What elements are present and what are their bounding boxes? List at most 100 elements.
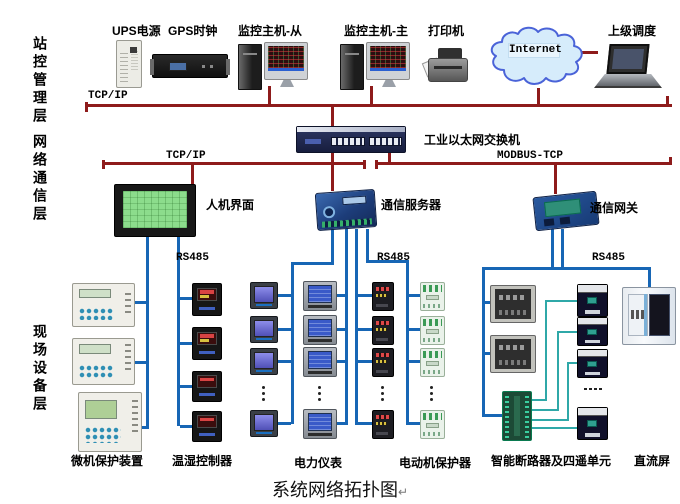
tap <box>180 342 192 345</box>
host-slave-label: 监控主机-从 <box>238 24 302 38</box>
telemetry-link <box>545 300 547 401</box>
rs485-left-line <box>177 237 180 426</box>
monitor-host-slave-device <box>238 42 308 90</box>
rs485-mid-line <box>331 229 334 265</box>
host-master-label: 监控主机-主 <box>344 24 408 38</box>
bus-tick <box>666 96 669 107</box>
rs485-mid-line <box>406 260 409 425</box>
tap <box>180 297 192 300</box>
telemetry-link <box>532 409 559 411</box>
rs485-mid-line <box>355 229 358 425</box>
temp-humidity-controller-device <box>192 411 222 442</box>
ups-label: UPS电源 <box>112 24 161 38</box>
drop-comm-gateway <box>554 165 557 194</box>
tap <box>409 328 420 331</box>
telemetry-link <box>557 331 578 333</box>
power-meter-device <box>303 281 337 311</box>
molded-case-breaker-device <box>577 407 608 440</box>
modbus-bus-label: MODBUS-TCP <box>497 150 564 162</box>
protection-device-label: 微机保护装置 <box>71 454 144 468</box>
switch-label: 工业以太网交换机 <box>424 133 521 147</box>
diagram-caption: 系统网络拓扑图↵ <box>0 476 680 502</box>
air-circuit-breaker-device <box>490 285 536 323</box>
molded-case-breaker-device <box>577 349 608 378</box>
tap <box>409 422 420 425</box>
telemetry-link <box>545 300 578 302</box>
telemetry-link <box>532 419 569 421</box>
tcpip-top-bus <box>87 104 672 107</box>
layer-label-station: 站控管理层 <box>32 36 48 126</box>
ellipsis <box>318 386 321 401</box>
ellipsis <box>430 386 433 401</box>
power-meter-device <box>250 316 278 343</box>
telemetry-unit-device <box>502 391 532 441</box>
ellipsis <box>262 386 265 401</box>
rs485-label-right: RS485 <box>592 252 626 264</box>
temp-humidity-controller-device <box>192 371 222 402</box>
drop-host-slave <box>268 86 271 104</box>
telemetry-link <box>557 331 559 411</box>
tcpip-mid-bus-label: TCP/IP <box>166 150 206 162</box>
link-cloud-laptop <box>578 51 598 54</box>
tap <box>278 360 291 363</box>
gps-clock-device <box>150 54 230 78</box>
rs485-mid-line <box>291 262 294 424</box>
bus-tick <box>669 157 672 165</box>
tap <box>409 294 420 297</box>
power-meter-device <box>303 409 337 439</box>
telemetry-link <box>532 399 547 401</box>
dispatch-label: 上级调度 <box>608 24 657 38</box>
tap <box>485 414 502 417</box>
tap <box>180 385 192 388</box>
temp-humidity-label: 温湿控制器 <box>172 454 233 468</box>
rs485-right-line <box>482 267 485 417</box>
rs485-right-line <box>648 267 651 288</box>
tap <box>337 294 345 297</box>
tap <box>358 294 372 297</box>
layer-label-field: 现场设备层 <box>32 324 48 414</box>
rs485-right-line <box>551 229 554 269</box>
modbus-bus <box>375 162 672 165</box>
motor-protector-device <box>372 348 394 377</box>
paragraph-mark: ↵ <box>397 485 409 499</box>
power-meter-device <box>250 282 278 309</box>
tap <box>135 361 146 364</box>
tap <box>278 328 291 331</box>
tap <box>142 426 149 429</box>
motor-protector-device <box>372 410 394 439</box>
bus-tick <box>102 160 105 169</box>
ellipsis <box>584 388 602 390</box>
motor-protector-device <box>372 282 394 311</box>
tap <box>180 425 192 428</box>
gps-label: GPS时钟 <box>168 24 218 38</box>
rs485-mid-line <box>345 229 348 425</box>
tap <box>278 294 291 297</box>
protection-relay-device <box>72 338 135 385</box>
hmi-label: 人机界面 <box>206 198 255 212</box>
power-meter-device <box>303 347 337 377</box>
tap <box>358 328 372 331</box>
rs485-label-left: RS485 <box>176 252 210 264</box>
drop-switch-left <box>331 152 334 162</box>
drop-hmi <box>191 165 194 184</box>
tap <box>409 360 420 363</box>
telemetry-link <box>532 427 578 429</box>
rs485-label-middle: RS485 <box>377 252 411 264</box>
power-meter-label: 电力仪表 <box>294 456 343 470</box>
tap <box>358 360 372 363</box>
protection-relay-device <box>78 392 142 452</box>
drop-host-master <box>370 86 373 104</box>
internet-label: Internet <box>508 43 562 58</box>
comm-server-device <box>314 188 378 232</box>
dc-panel-device <box>622 287 676 345</box>
motor-protector-device <box>420 410 445 439</box>
tcpip-top-bus-label: TCP/IP <box>88 90 128 102</box>
motor-protector-device <box>420 316 445 345</box>
motor-protector-device <box>420 348 445 377</box>
telemetry-link <box>567 362 578 364</box>
tap <box>135 301 146 304</box>
ellipsis <box>381 386 384 401</box>
comm-gateway-label: 通信网关 <box>590 201 639 215</box>
caption-text: 系统网络拓扑图 <box>271 480 398 500</box>
